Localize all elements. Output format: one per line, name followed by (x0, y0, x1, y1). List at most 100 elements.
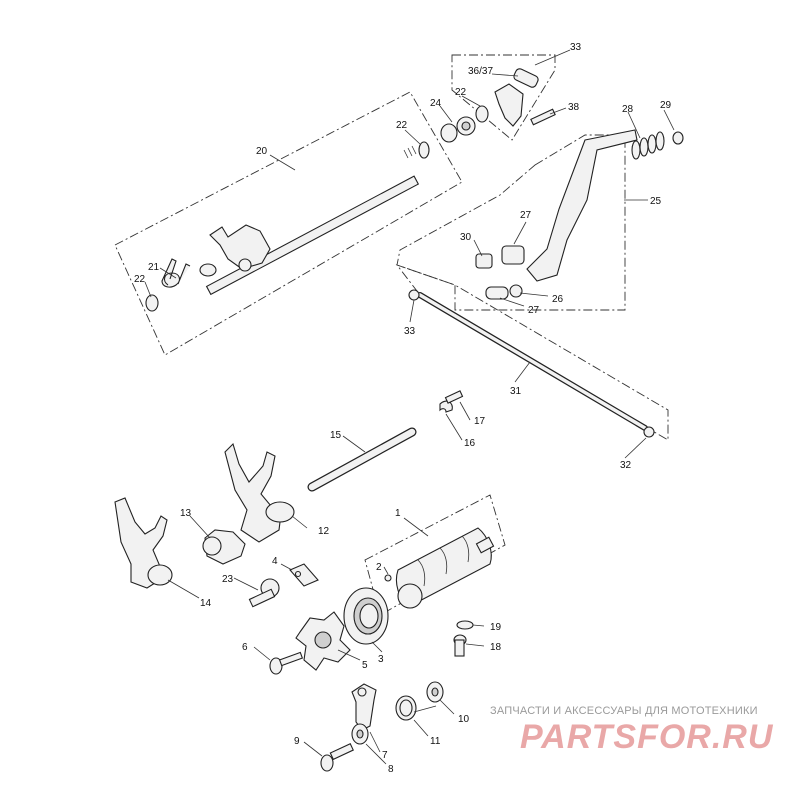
leader-lines (144, 49, 675, 765)
callout-13: 13 (180, 508, 192, 519)
group-outline-1 (364, 494, 506, 616)
bolt-6 (269, 651, 304, 675)
callout-11: 11 (430, 736, 441, 747)
callout-22: 22 (455, 87, 467, 98)
callout-22: 22 (134, 274, 146, 285)
bolt-18 (453, 634, 467, 657)
bush-28 (501, 245, 525, 265)
bolt-23 (248, 578, 280, 608)
circlip-22-lower (145, 294, 159, 312)
callout-18: 18 (490, 642, 502, 653)
callout-6: 6 (242, 642, 248, 653)
group-outline-25 (396, 134, 626, 311)
callout-23: 23 (222, 574, 234, 585)
callout-36-37: 36/37 (468, 66, 493, 77)
callout-9: 9 (294, 736, 300, 747)
fork-14-boss (147, 564, 173, 586)
callout-38: 38 (568, 102, 580, 113)
callout-2: 2 (376, 562, 382, 573)
callout-15: 15 (330, 430, 342, 441)
callout-21: 21 (148, 262, 160, 273)
gear-pedal-25 (526, 129, 638, 282)
circlip-22-upper (418, 141, 430, 159)
callout-35: 33 (570, 42, 582, 53)
callout-28: 27 (520, 210, 532, 221)
callout-5: 5 (362, 660, 368, 671)
star-plate-5 (295, 611, 351, 671)
rod-end-nut-33 (643, 426, 655, 438)
callout-labels: 20 22 21 22 33 36/37 22 24 38 28 29 25 2… (134, 42, 672, 775)
gear-change-pedal-group (475, 129, 684, 300)
callout-22: 22 (396, 120, 408, 131)
watermark-logo: PARTSFOR.RU (520, 718, 774, 756)
rod-end-nut-34 (408, 289, 420, 301)
bolt-9 (320, 742, 354, 772)
washer-22-top (475, 105, 489, 123)
callout-31: 30 (460, 232, 472, 243)
rubber-30 (672, 131, 684, 145)
group-outline-20 (114, 91, 463, 356)
bush-31 (475, 253, 493, 269)
fork-12-boss (265, 501, 295, 523)
callout-7: 7 (382, 750, 388, 761)
pedal-spring-29 (631, 131, 665, 160)
washer-8 (351, 723, 369, 745)
callout-14: 14 (200, 598, 212, 609)
pivot-26-27 (485, 286, 509, 300)
callout-20: 20 (256, 146, 268, 157)
plate-4 (289, 563, 319, 587)
callout-4: 4 (272, 556, 278, 567)
pivot-bolt (509, 284, 523, 298)
stopper-arm (494, 83, 524, 127)
quadrant-pin (238, 258, 252, 272)
selector-shaft-assembly (145, 141, 430, 312)
return-spring-21 (161, 258, 191, 288)
callout-34: 33 (404, 326, 416, 337)
callout-25: 25 (650, 196, 662, 207)
selector-quadrant (209, 224, 271, 270)
shift-fork-12 (224, 442, 282, 543)
callout-30: 29 (660, 100, 672, 111)
callout-10: 10 (458, 714, 470, 725)
callout-17: 17 (474, 416, 486, 427)
callout-12: 12 (318, 526, 330, 537)
shift-fork-14 (114, 497, 168, 589)
group-outline-32 (395, 264, 669, 441)
stopper-arm-group (440, 68, 556, 143)
drum-grooves (417, 535, 470, 587)
callout-26: 26 (552, 294, 564, 305)
drum-front-face (397, 583, 423, 609)
stopper-roller-36-37 (513, 68, 539, 88)
callout-32: 31 (510, 386, 522, 397)
callout-19: 19 (490, 622, 502, 633)
watermark-caption: ЗАПЧАСТИ И АКСЕССУАРЫ ДЛЯ МОТОТЕХНИКИ (490, 705, 758, 717)
callout-8: 8 (388, 764, 394, 775)
bearing-3 (343, 587, 389, 645)
pin-2 (384, 574, 392, 582)
callout-3: 3 (378, 654, 384, 665)
bolt-17 (444, 390, 464, 404)
linkage-rod-group (408, 289, 655, 438)
drum-end (475, 536, 495, 554)
callout-1: 1 (395, 508, 401, 519)
group-outline-35 (451, 54, 556, 141)
callout-29: 28 (622, 104, 634, 115)
bolt-38 (530, 108, 556, 126)
selector-drum-group (384, 527, 495, 609)
callout-27: 27 (528, 305, 540, 316)
washer-10 (426, 681, 444, 703)
clip-16 (439, 400, 453, 413)
selector-shaft (205, 175, 420, 296)
spacer-24-inner (461, 121, 471, 131)
spacer-24-b (440, 123, 458, 143)
selector-shaft-splines (403, 145, 417, 159)
washer-19 (456, 620, 474, 630)
fork-shaft-assembly (114, 390, 464, 589)
shaft-end (199, 263, 217, 277)
callout-33: 32 (620, 460, 632, 471)
fork-13-boss (202, 536, 222, 556)
selector-drum-1 (395, 527, 492, 607)
detent-arm-7 (351, 683, 377, 731)
callout-24: 24 (430, 98, 442, 109)
